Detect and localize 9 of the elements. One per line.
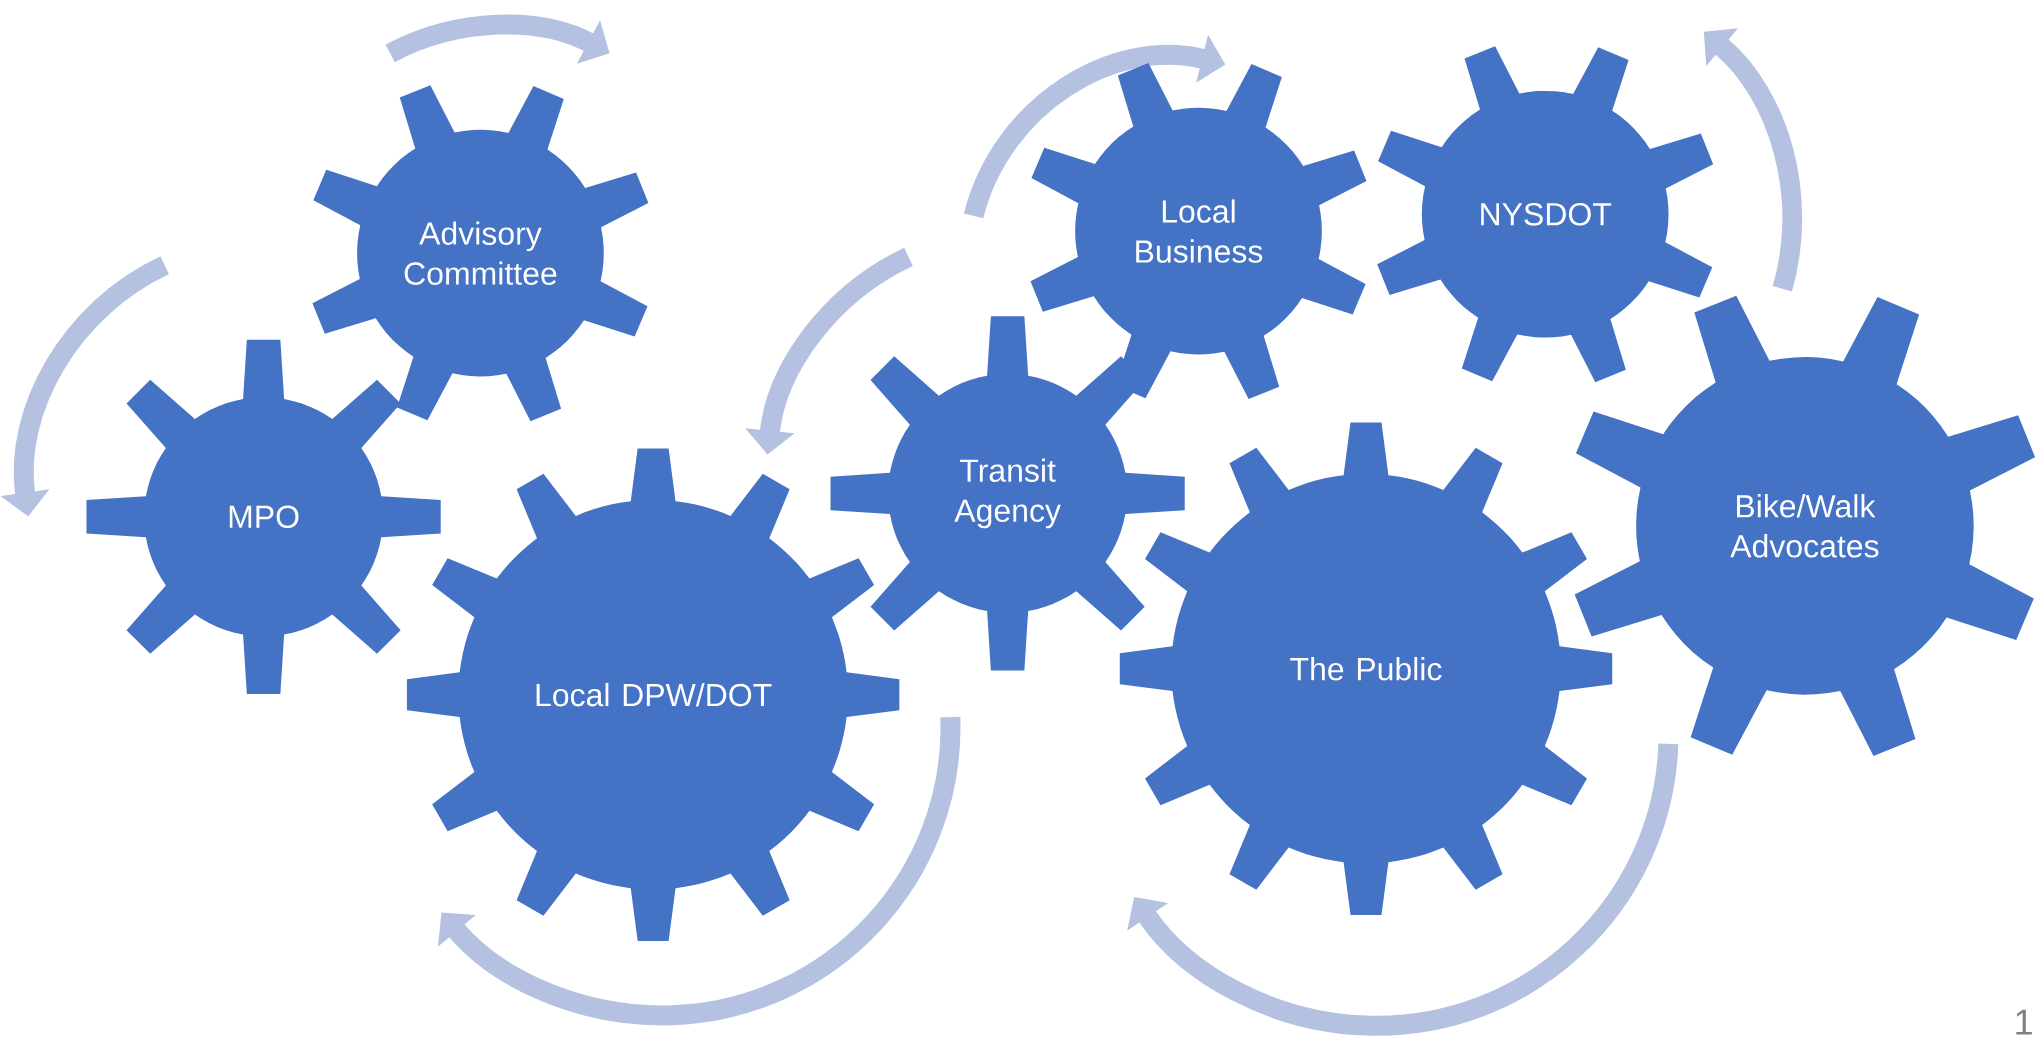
gear: NYSDOT (1377, 46, 1714, 383)
gear: Bike/Walk Advocates (1574, 295, 2036, 757)
gear: Transit Agency (830, 316, 1185, 671)
gear: Advisory Committee (312, 85, 649, 422)
page-number: 1 (2016, 1009, 2032, 1035)
gear: The Public (1119, 422, 1613, 915)
gear: MPO (86, 339, 441, 694)
gear: Local DPW/DOT (406, 448, 900, 941)
gear: Local Business (1030, 63, 1367, 400)
